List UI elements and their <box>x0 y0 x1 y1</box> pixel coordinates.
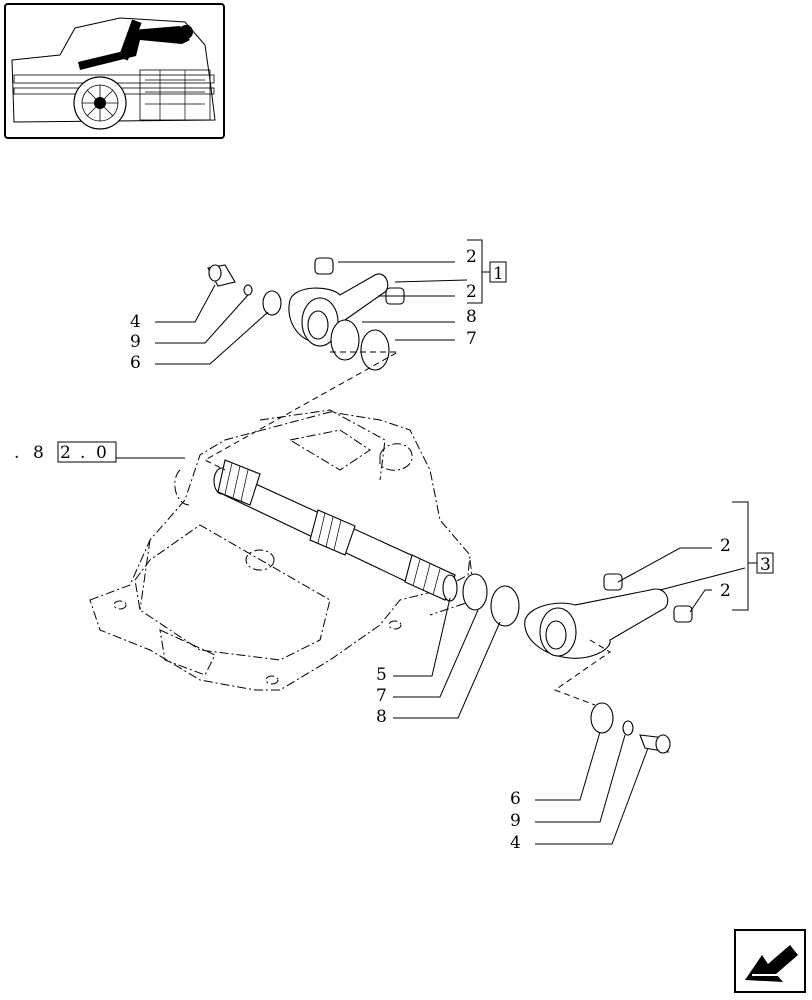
group-label-3: 3 <box>760 555 771 575</box>
callout-upper-2b: 2 <box>466 282 477 302</box>
lower-lift-arm <box>462 573 693 754</box>
callout-upper-7: 7 <box>466 329 477 349</box>
callout-upper-9: 9 <box>130 332 141 352</box>
ref-char-0: . <box>14 443 19 463</box>
next-page-arrow-icon[interactable] <box>734 929 806 993</box>
callout-low-4: 4 <box>510 833 521 853</box>
callout-low-9: 9 <box>510 811 521 831</box>
group-label-1: 1 <box>493 264 504 284</box>
tractor-thumbnail-icon[interactable] <box>4 3 225 139</box>
callout-mid-8: 8 <box>376 707 387 727</box>
reference-label[interactable]: . 8 2 . 0 <box>14 441 185 463</box>
callouts-bottom: 6 9 4 <box>510 731 649 853</box>
ref-char-4: 0 <box>96 443 107 463</box>
assembly-path-upper <box>203 351 400 471</box>
callouts-middle: 5 7 8 <box>376 597 501 727</box>
ref-char-2: 2 <box>60 443 71 463</box>
callout-mid-5: 5 <box>376 665 387 685</box>
lift-shaft <box>213 459 458 602</box>
callouts-upper: 2 2 8 7 1 4 9 6 <box>130 239 507 373</box>
upper-lift-arm <box>207 257 405 371</box>
callout-lower-2a: 2 <box>720 536 731 556</box>
lift-housing <box>89 409 476 691</box>
callout-upper-2a: 2 <box>466 247 477 267</box>
callout-mid-7: 7 <box>376 686 387 706</box>
assembly-path-lower <box>553 639 611 706</box>
callout-upper-6: 6 <box>130 353 141 373</box>
ref-char-3: . <box>80 443 85 463</box>
ref-char-1: 8 <box>33 443 44 463</box>
callout-upper-4: 4 <box>130 312 141 332</box>
callout-low-6: 6 <box>510 789 521 809</box>
callouts-lower-right: 2 2 3 <box>617 501 774 613</box>
callout-lower-2b: 2 <box>720 581 731 601</box>
callout-upper-8: 8 <box>466 307 477 327</box>
